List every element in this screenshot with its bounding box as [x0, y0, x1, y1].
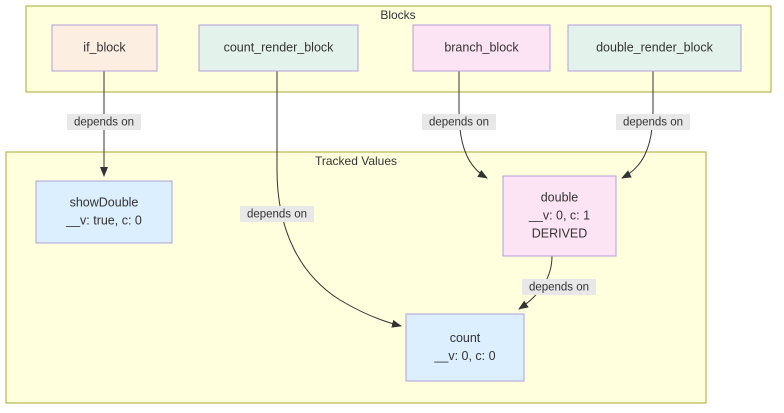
node-label-count-line1: __v: 0, c: 0 [433, 349, 495, 363]
node-box-double[interactable] [502, 175, 617, 257]
edge-double_render_block-double [621, 71, 654, 179]
node-label-count_render_block-line0: count_render_block [224, 40, 335, 54]
cluster-label-tracked_values: Tracked Values [315, 154, 397, 168]
edge-label-count_render_block-count: depends on [240, 206, 314, 222]
node-label-double-line1: __v: 0, c: 1 [528, 208, 590, 222]
node-box-showDouble[interactable] [35, 180, 173, 244]
node-label-double_render_block-line0: double_render_block [596, 40, 714, 54]
node-label-showDouble-line1: __v: true, c: 0 [65, 213, 142, 227]
node-box-branch_block[interactable] [412, 24, 551, 72]
edge-label-double-count: depends on [522, 279, 596, 295]
node-label-double-line2: DERIVED [532, 226, 588, 240]
node-label-count-line0: count [450, 331, 481, 345]
edge-label-if_block-showDouble: depends on [67, 114, 141, 130]
edge-label-branch_block-double: depends on [422, 114, 496, 130]
node-box-if_block[interactable] [51, 24, 158, 72]
edge-branch_block-double [458, 71, 488, 179]
edge-label-text-double_render_block-double: depends on [623, 117, 683, 129]
edge-label-bg-branch_block-double [422, 114, 496, 130]
cluster-label-blocks: Blocks [380, 8, 415, 22]
edge-label-bg-count_render_block-count [240, 206, 314, 222]
node-double[interactable]: double __v: 0, c: 1 DERIVED [502, 175, 617, 257]
node-label-double-line0: double [541, 190, 579, 204]
node-box-count_render_block[interactable] [198, 24, 359, 72]
edge-label-double_render_block-double: depends on [616, 114, 690, 130]
node-box-double_render_block[interactable] [567, 24, 742, 72]
edge-label-text-branch_block-double: depends on [429, 117, 489, 129]
node-double_render_block[interactable]: double_render_block [567, 24, 742, 72]
node-label-branch_block-line0: branch_block [444, 40, 519, 54]
edge-label-bg-double_render_block-double [616, 114, 690, 130]
edge-label-text-if_block-showDouble: depends on [74, 117, 134, 129]
node-branch_block[interactable]: branch_block [412, 24, 551, 72]
edge-label-bg-double-count [522, 279, 596, 295]
edge-label-bg-if_block-showDouble [67, 114, 141, 130]
node-box-count[interactable] [405, 313, 525, 382]
edge-labels-layer: depends on depends on depends on depends on… [67, 114, 690, 295]
node-label-showDouble-line0: showDouble [70, 195, 139, 209]
node-if_block[interactable]: if_block [51, 24, 158, 72]
edge-label-text-double-count: depends on [529, 282, 589, 294]
node-showDouble[interactable]: showDouble __v: true, c: 0 [35, 180, 173, 244]
edge-label-text-count_render_block-count: depends on [247, 209, 307, 221]
node-count[interactable]: count __v: 0, c: 0 [405, 313, 525, 382]
node-count_render_block[interactable]: count_render_block [198, 24, 359, 72]
edge-count_render_block-count [276, 71, 402, 328]
node-label-if_block-line0: if_block [83, 40, 126, 54]
